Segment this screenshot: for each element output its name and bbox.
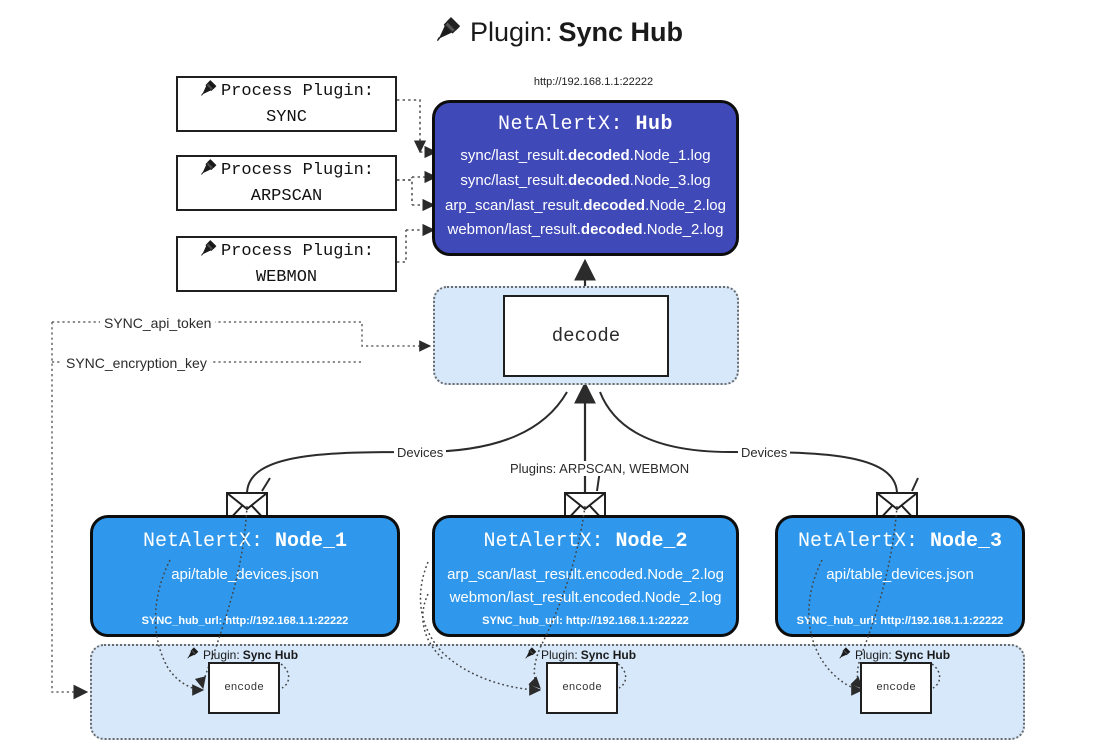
node-footer: SYNC_hub_url: http://192.168.1.1:22222 <box>141 615 349 627</box>
encoder-label-node-1: Plugin:Sync Hub <box>186 646 298 663</box>
encoder-label-node-3: Plugin:Sync Hub <box>838 646 950 663</box>
node-title: NetAlertX: Node_3 <box>797 530 1003 553</box>
process-plugin-label: Process Plugin: <box>220 242 375 262</box>
plug-icon <box>199 78 219 107</box>
node-box-node-1[interactable]: NetAlertX: Node_1 api/table_devices.json… <box>90 515 400 637</box>
plug-icon <box>434 14 464 51</box>
devices-label-right: Devices <box>738 445 791 460</box>
encoder-label-node-2: Plugin:Sync Hub <box>524 646 636 663</box>
page-title: Plugin: Sync Hub <box>0 14 1117 51</box>
hub-title: NetAlertX: Hub <box>435 113 736 136</box>
sync-encryption-key-label: SYNC_encryption_key <box>62 355 211 371</box>
node-box-node-2[interactable]: NetAlertX: Node_2 arp_scan/last_result.e… <box>432 515 739 637</box>
plugins-label-center: Plugins: ARPSCAN, WEBMON <box>507 461 693 476</box>
plug-icon <box>199 238 219 267</box>
process-plugin-label: Process Plugin: <box>220 161 375 181</box>
encode-box-node-3[interactable]: encode <box>860 662 932 714</box>
hub-title-name: Hub <box>635 113 674 136</box>
node-footer: SYNC_hub_url: http://192.168.1.1:22222 <box>796 615 1004 627</box>
plug-icon <box>524 646 538 663</box>
node-line: arp_scan/last_result.encoded.Node_2.log <box>447 566 724 583</box>
process-plugin-sync[interactable]: Process Plugin: SYNC <box>176 76 397 132</box>
hub-title-prefix: NetAlertX: <box>497 113 623 136</box>
title-name: Sync Hub <box>558 17 684 47</box>
process-plugin-name: SYNC <box>266 108 307 127</box>
node-line: api/table_devices.json <box>826 566 974 583</box>
process-plugin-webmon[interactable]: Process Plugin: WEBMON <box>176 236 397 292</box>
process-plugin-arpscan[interactable]: Process Plugin: ARPSCAN <box>176 155 397 211</box>
node-title: NetAlertX: Node_1 <box>142 530 348 553</box>
encode-box-node-1[interactable]: encode <box>208 662 280 714</box>
devices-label-left: Devices <box>394 445 447 460</box>
encode-box-node-2[interactable]: encode <box>546 662 618 714</box>
sync-api-token-label: SYNC_api_token <box>100 315 216 331</box>
node-footer: SYNC_hub_url: http://192.168.1.1:22222 <box>482 615 689 627</box>
plug-icon <box>199 157 219 186</box>
hub-log-row: sync/last_result.decoded.Node_3.log <box>460 171 711 189</box>
hub-log-row: webmon/last_result.decoded.Node_2.log <box>447 221 724 239</box>
process-plugin-label: Process Plugin: <box>220 82 375 102</box>
plug-icon <box>186 646 200 663</box>
node-line: api/table_devices.json <box>171 566 319 583</box>
process-plugin-name: ARPSCAN <box>250 187 323 206</box>
node-box-node-3[interactable]: NetAlertX: Node_3 api/table_devices.json… <box>775 515 1025 637</box>
hub-log-row: arp_scan/last_result.decoded.Node_2.log <box>445 196 726 214</box>
process-plugin-name: WEBMON <box>255 268 318 287</box>
node-title: NetAlertX: Node_2 <box>483 530 688 553</box>
plug-icon <box>838 646 852 663</box>
decode-box[interactable]: decode <box>503 295 669 377</box>
title-prefix: Plugin: <box>469 17 553 47</box>
hub-log-row: sync/last_result.decoded.Node_1.log <box>460 147 711 164</box>
hub-url-label: http://192.168.1.1:22222 <box>533 76 654 88</box>
node-line: webmon/last_result.encoded.Node_2.log <box>449 589 722 607</box>
hub-node[interactable]: NetAlertX: Hub sync/last_result.decoded.… <box>432 100 739 256</box>
